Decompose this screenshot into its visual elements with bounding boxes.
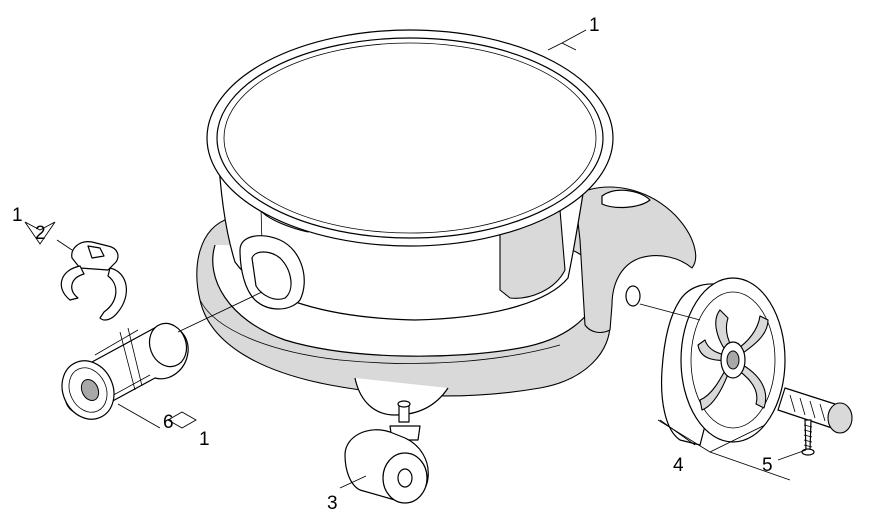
callout-2: 2 — [35, 223, 46, 244]
callout-1-bottom: 1 — [199, 429, 210, 450]
leader-lines — [24, 29, 807, 489]
caster-wheel-part-3 — [344, 400, 429, 504]
hose-connector-part-6 — [61, 322, 189, 420]
callout-1-top: 1 — [589, 15, 600, 36]
callout-4: 4 — [673, 455, 684, 476]
screw-part-5 — [801, 419, 815, 456]
callout-6: 6 — [163, 412, 174, 433]
container-rim — [206, 29, 614, 247]
wheel-part-4 — [660, 277, 786, 446]
callout-3: 3 — [327, 493, 338, 514]
clip-part-2 — [60, 241, 127, 321]
axle — [777, 387, 853, 434]
callout-5: 5 — [762, 455, 773, 476]
callout-1-left: 1 — [12, 205, 23, 226]
